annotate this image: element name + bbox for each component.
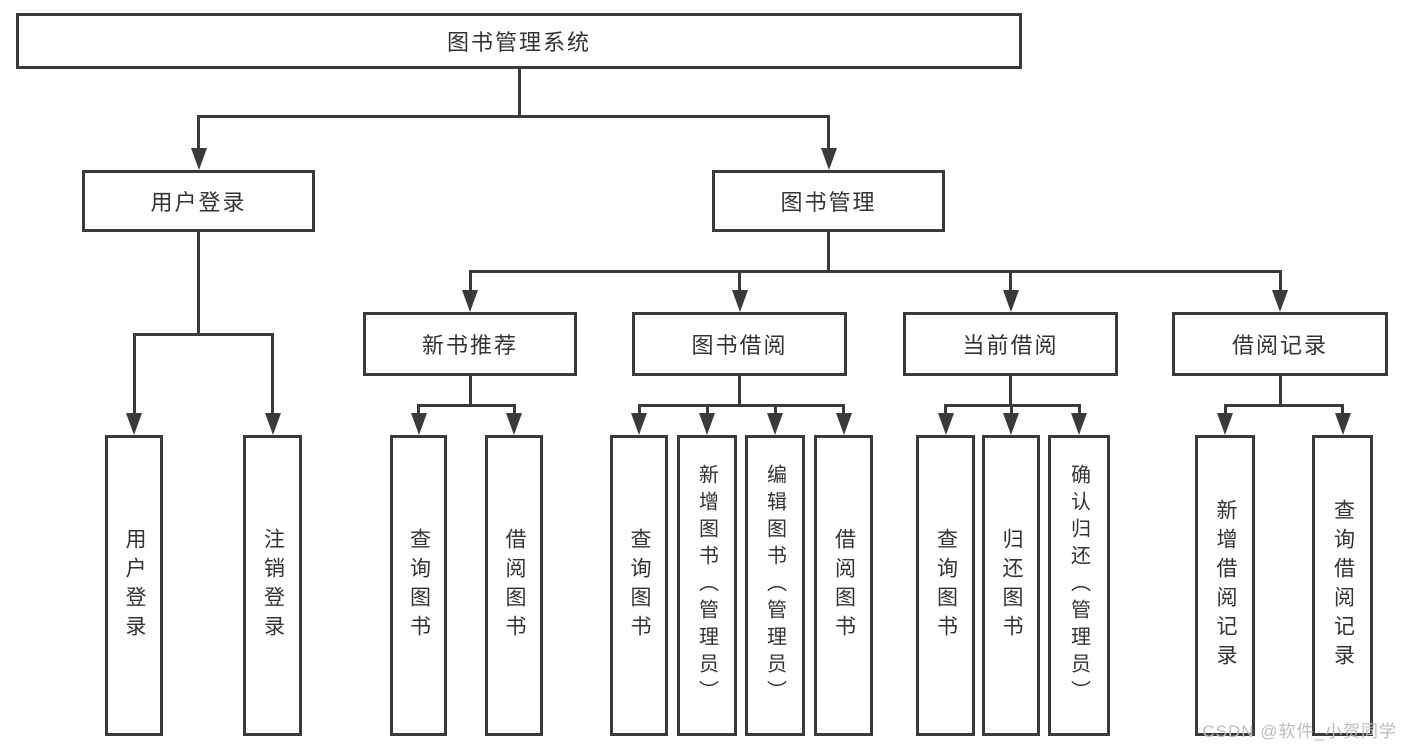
node-leaf-query-borrow-record: 查询借阅记录 — [1312, 435, 1373, 736]
connector-line — [1223, 404, 1227, 415]
node-borrowing-records: 借阅记录 — [1172, 312, 1388, 376]
connector-line — [637, 404, 641, 415]
connector-line — [1077, 404, 1081, 415]
connector-line — [518, 69, 521, 118]
connector-line — [842, 404, 845, 415]
node-leaf-add-borrow-record: 新增借阅记录 — [1195, 435, 1255, 736]
connector-line — [1278, 270, 1282, 292]
arrow-down-icon — [631, 413, 647, 435]
connector-line — [738, 376, 741, 407]
node-leaf-return-book: 归还图书 — [982, 435, 1040, 736]
connector-line — [637, 404, 845, 407]
node-leaf-query-books-2: 查询图书 — [610, 435, 668, 736]
connector-line — [271, 333, 274, 415]
connector-line — [417, 404, 516, 407]
node-user-login: 用户登录 — [82, 170, 315, 232]
connector-line — [1009, 270, 1012, 292]
connector-line — [512, 404, 516, 415]
arrow-down-icon — [264, 413, 281, 435]
arrow-down-icon — [731, 290, 748, 312]
arrow-down-icon — [1002, 290, 1019, 312]
node-leaf-user-login: 用户登录 — [105, 435, 163, 736]
arrow-down-icon — [506, 413, 522, 435]
connector-line — [468, 376, 472, 407]
node-leaf-add-book-admin: 新增图书（管理员） — [677, 435, 737, 736]
arrow-down-icon — [126, 413, 142, 435]
connector-line — [132, 333, 136, 415]
node-leaf-query-books-3: 查询图书 — [916, 435, 975, 736]
connector-line — [773, 404, 777, 415]
connector-line — [1223, 404, 1344, 407]
connector-line — [1009, 376, 1012, 407]
node-leaf-edit-book-admin: 编辑图书（管理员） — [745, 435, 805, 736]
connector-line — [197, 232, 200, 336]
node-book-management: 图书管理 — [712, 170, 945, 232]
arrow-down-icon — [820, 148, 837, 170]
connector-line — [1009, 404, 1013, 415]
arrow-down-icon — [699, 413, 715, 435]
connector-line — [1341, 404, 1344, 415]
connector-line — [827, 115, 830, 150]
arrow-down-icon — [1071, 413, 1087, 435]
connector-line — [705, 404, 709, 415]
connector-line — [1278, 376, 1282, 407]
arrow-down-icon — [1003, 413, 1019, 435]
connector-line — [944, 404, 947, 415]
arrow-down-icon — [1334, 413, 1351, 435]
connector-line — [827, 232, 830, 273]
arrow-down-icon — [190, 148, 207, 170]
node-leaf-query-books-1: 查询图书 — [390, 435, 447, 736]
arrow-down-icon — [1217, 413, 1233, 435]
connector-line — [197, 115, 200, 150]
node-leaf-borrow-books-2: 借阅图书 — [814, 435, 873, 736]
node-leaf-borrow-books-1: 借阅图书 — [485, 435, 543, 736]
connector-line — [197, 115, 830, 118]
csdn-watermark: CSDN @软件_小贺同学 — [1202, 722, 1397, 741]
node-new-book-recommend: 新书推荐 — [363, 312, 577, 376]
connector-line — [132, 333, 274, 336]
node-leaf-logout: 注销登录 — [243, 435, 302, 736]
arrow-down-icon — [1272, 290, 1288, 312]
node-book-borrowing: 图书借阅 — [632, 312, 847, 376]
arrow-down-icon — [937, 413, 954, 435]
node-leaf-confirm-return-admin: 确认归还（管理员） — [1048, 435, 1110, 736]
connector-line — [468, 270, 472, 292]
arrow-down-icon — [767, 413, 783, 435]
connector-line — [738, 270, 741, 292]
connector-line — [468, 270, 1282, 273]
node-root: 图书管理系统 — [16, 13, 1022, 69]
node-current-borrowing: 当前借阅 — [903, 312, 1118, 376]
arrow-down-icon — [462, 290, 478, 312]
arrow-down-icon — [410, 413, 427, 435]
connector-line — [417, 404, 420, 415]
arrow-down-icon — [835, 413, 852, 435]
